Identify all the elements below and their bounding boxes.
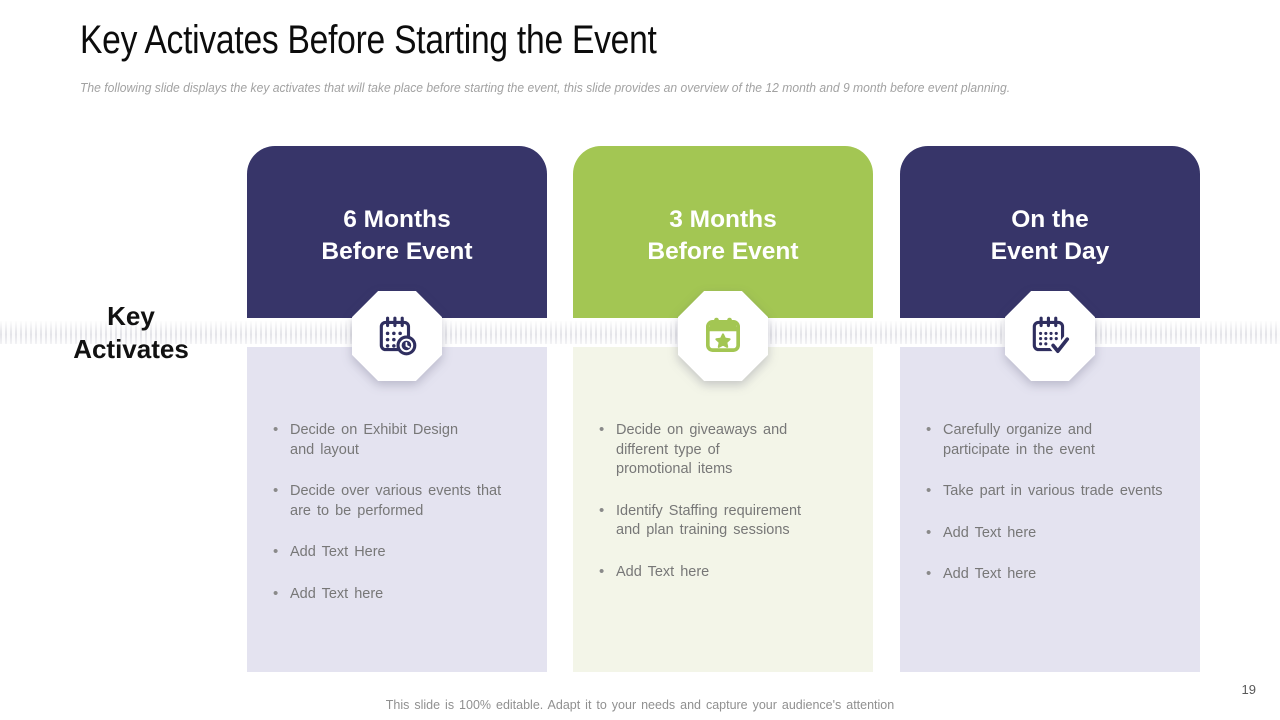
list-item: Carefully organize and participate in th… — [926, 420, 1176, 460]
timeline-ribbon — [0, 321, 1280, 344]
list-item: Decide on giveaways and different type o… — [599, 420, 849, 480]
calendar-clock-icon — [379, 316, 417, 356]
column-body: Decide on giveaways and different type o… — [573, 347, 873, 672]
calendar-check-icon — [1032, 316, 1072, 356]
side-label-key-activates: Key Activates — [73, 301, 189, 364]
list-item: Add Text here — [599, 562, 849, 583]
footer-note: This slide is 100% editable. Adapt it to… — [385, 698, 895, 712]
column-title: 6 Months Before Event — [321, 206, 473, 265]
slide-subtitle: The following slide displays the key act… — [80, 81, 1011, 95]
list-item: Decide on Exhibit Design and layout — [273, 420, 523, 460]
column-event-day: Carefully organize and participate in th… — [900, 0, 1200, 720]
list-item: Identify Staffing requirement and plan t… — [599, 501, 849, 541]
column-3-months: Decide on giveaways and different type o… — [573, 0, 873, 720]
bullet-list: Decide on giveaways and different type o… — [573, 347, 873, 582]
bullet-list: Decide on Exhibit Design and layout Deci… — [247, 347, 547, 604]
list-item: Add Text here — [273, 584, 523, 605]
bullet-list: Carefully organize and participate in th… — [900, 347, 1200, 585]
column-header: 6 Months Before Event — [247, 146, 547, 318]
column-title: 3 Months Before Event — [647, 206, 799, 265]
octagon-badge — [1005, 291, 1095, 381]
list-item: Add Text here — [926, 523, 1176, 544]
calendar-star-icon — [706, 317, 740, 352]
column-header: 3 Months Before Event — [573, 146, 873, 318]
list-item: Add Text Here — [273, 542, 523, 563]
octagon-badge — [678, 291, 768, 381]
page-number: 19 — [1241, 682, 1256, 697]
column-body: Carefully organize and participate in th… — [900, 347, 1200, 672]
octagon-badge — [352, 291, 442, 381]
column-header: On the Event Day — [900, 146, 1200, 318]
column-6-months: Decide on Exhibit Design and layout Deci… — [247, 0, 547, 720]
list-item: Add Text here — [926, 564, 1176, 585]
list-item: Take part in various trade events — [926, 481, 1176, 502]
column-title: On the Event Day — [990, 206, 1110, 265]
column-body: Decide on Exhibit Design and layout Deci… — [247, 347, 547, 672]
list-item: Decide over various events that are to b… — [273, 481, 523, 521]
page-title: Key Activates Before Starting the Event — [80, 18, 657, 62]
